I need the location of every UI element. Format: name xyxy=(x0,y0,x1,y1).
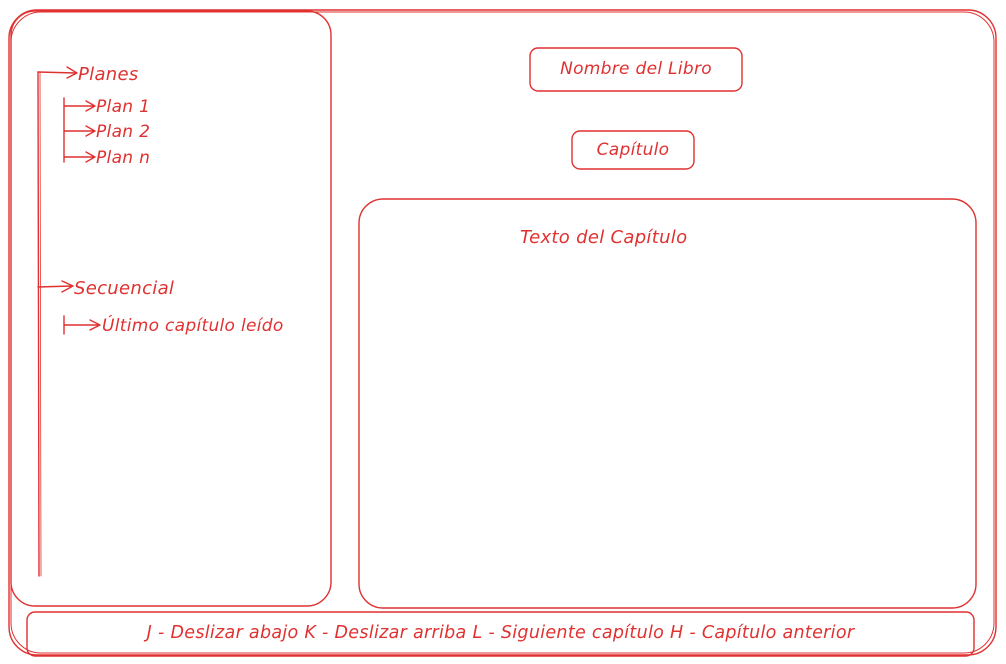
ultimo-arrow xyxy=(63,319,101,331)
plan-2-item[interactable]: Plan 2 xyxy=(96,122,151,142)
ultimo-capitulo-item[interactable]: Último capítulo leído xyxy=(102,316,284,336)
book-name-title: Nombre del Libro xyxy=(560,59,712,79)
chapter-title: Capítulo xyxy=(596,139,670,160)
sidebar-panel xyxy=(10,10,332,607)
keyboard-shortcuts: J - Deslizar abajo K - Deslizar arriba L… xyxy=(146,623,855,644)
chapter-text-panel xyxy=(358,198,977,609)
secuencial-label[interactable]: Secuencial xyxy=(74,278,175,299)
tree-trunk-line xyxy=(37,71,40,577)
plan-n-arrow xyxy=(63,151,96,163)
planes-arrow xyxy=(37,66,78,79)
plan-1-item[interactable]: Plan 1 xyxy=(96,97,151,117)
secuencial-arrow xyxy=(37,280,74,293)
plan-2-arrow xyxy=(63,125,96,137)
plan-1-arrow xyxy=(63,100,96,112)
plan-n-item[interactable]: Plan n xyxy=(96,148,151,168)
planes-label[interactable]: Planes xyxy=(78,64,139,85)
chapter-text: Texto del Capítulo xyxy=(520,227,688,248)
